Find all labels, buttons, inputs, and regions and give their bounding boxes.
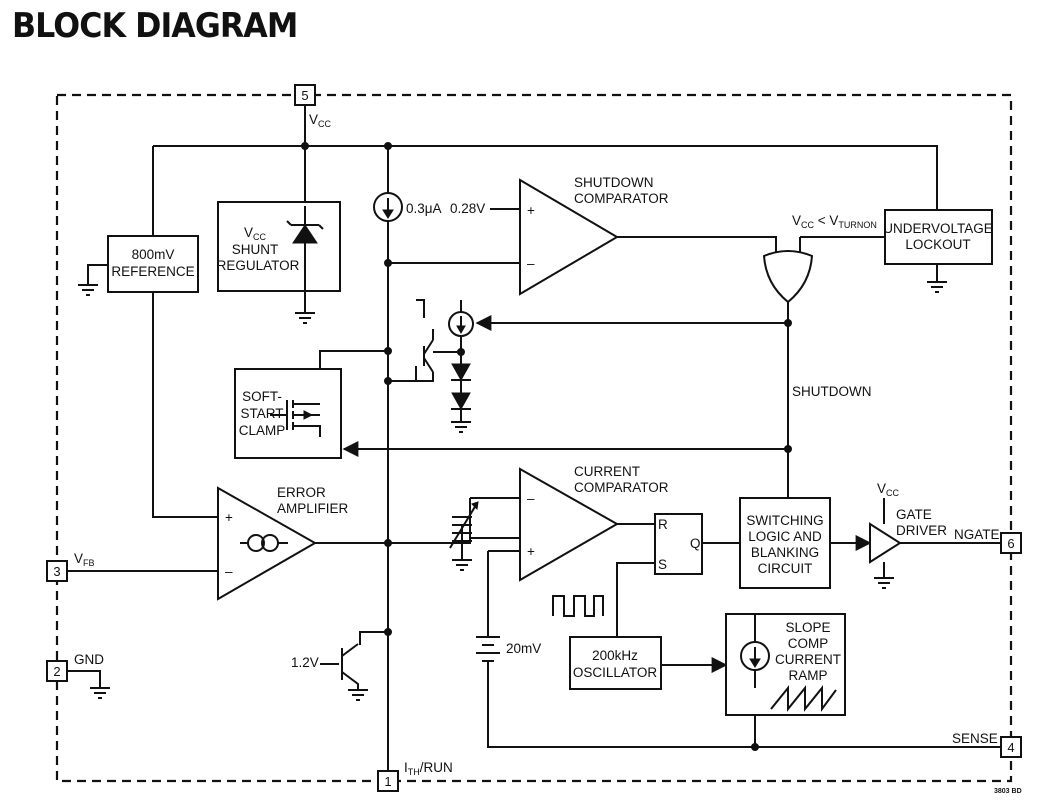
- pin-1-box: [377, 770, 399, 792]
- vcc-label: VCC: [309, 112, 332, 129]
- chip-boundary: [55, 93, 1013, 783]
- wires: [64, 104, 1004, 775]
- switching-line4: CIRCUIT: [758, 561, 813, 576]
- latch-r: R: [658, 517, 668, 532]
- comp-minus: –: [527, 256, 535, 271]
- switching-line3: BLANKING: [751, 545, 819, 560]
- mosfet-icon: [270, 400, 321, 437]
- oscillator-block: [569, 636, 662, 690]
- slope-comp-block: [725, 613, 846, 716]
- reference-line1: 800mV: [132, 247, 175, 262]
- ngate-label: NGATE: [954, 527, 1000, 542]
- pins: 5 3 2 1 6 4: [46, 84, 1022, 792]
- current-source-icon: [448, 311, 474, 337]
- shunt-regulator-block: [217, 201, 341, 292]
- softstart-line1: SOFT-: [242, 389, 282, 404]
- page-title: BLOCK DIAGRAM: [12, 6, 298, 46]
- uvlo-line2: LOCKOUT: [905, 237, 970, 252]
- pin-6-box: [1000, 532, 1022, 554]
- sawtooth-ramp-icon: [770, 685, 837, 713]
- oscillator-line1: 200kHz: [592, 648, 638, 663]
- reference-block: [107, 235, 199, 293]
- slope-line1: SLOPE: [785, 620, 830, 635]
- error-amp-line2: AMPLIFIER: [277, 501, 349, 516]
- ea-plus: +: [225, 510, 233, 525]
- slope-line3: CURRENT: [775, 652, 841, 667]
- slope-line2: COMP: [788, 636, 829, 651]
- shutdown-comparator: [519, 178, 619, 296]
- sense-label: SENSE: [952, 731, 998, 746]
- pin-4-label: 4: [1007, 740, 1014, 755]
- pin-2-label: 2: [53, 664, 60, 679]
- latch-q: Q: [690, 536, 701, 551]
- or-gate: [762, 250, 814, 304]
- pin-6-label: 6: [1007, 536, 1014, 551]
- error-amp-line1: ERROR: [277, 485, 326, 500]
- switching-line2: LOGIC AND: [748, 529, 822, 544]
- comp-plus: +: [527, 203, 535, 218]
- clock-pulse-icon: [552, 595, 604, 617]
- vcc-turnon-label: VCC < VTURNON: [792, 213, 877, 230]
- slope-line4: RAMP: [788, 668, 827, 683]
- pin-5-box: [294, 84, 316, 106]
- vfb-label: VFB: [74, 551, 95, 568]
- error-amplifier: [217, 486, 318, 601]
- uvlo-line1: UNDERVOLTAGE: [883, 221, 993, 236]
- junction-dots: [301, 142, 792, 751]
- latch-s: S: [658, 557, 667, 572]
- shunt-line2: SHUNT: [232, 242, 279, 257]
- switching-line1: SWITCHING: [746, 513, 823, 528]
- variable-resistor-icon: [449, 501, 479, 549]
- current-comparator: [519, 467, 620, 582]
- pin-2-box: [46, 660, 68, 682]
- shutdown-comp-line2: COMPARATOR: [574, 191, 669, 206]
- ith-run-label: ITH/RUN: [404, 760, 453, 777]
- pin-3-box: [46, 560, 68, 582]
- transconductance-icon: [240, 534, 288, 552]
- switching-logic-block: [739, 497, 831, 589]
- gate-driver-line2: DRIVER: [896, 523, 947, 538]
- current-03-label: 0.3μA: [406, 201, 442, 216]
- pin-1-label: 1: [384, 774, 391, 789]
- ea-minus: –: [225, 564, 233, 579]
- zener-icon: [286, 206, 324, 291]
- diode-icon: [451, 363, 471, 411]
- shutdown-label: SHUTDOWN: [792, 384, 872, 399]
- sr-latch: [654, 513, 703, 575]
- current-source-icon: [740, 614, 770, 688]
- gate-driver-buffer: [869, 522, 902, 564]
- cc-plus: +: [527, 544, 535, 559]
- ref-028-label: 0.28V: [450, 201, 485, 216]
- gate-driver-line1: GATE: [896, 507, 932, 522]
- battery-icon: [476, 636, 500, 662]
- current-source-icon: [373, 192, 403, 222]
- reference-line2: REFERENCE: [111, 264, 194, 279]
- shutdown-comp-line1: SHUTDOWN: [574, 175, 654, 190]
- mv20-label: 20mV: [506, 641, 541, 656]
- gnd-label: GND: [74, 652, 104, 667]
- shunt-line3: REGULATOR: [217, 258, 300, 273]
- cc-minus: –: [527, 491, 535, 506]
- v12-label: 1.2V: [291, 655, 319, 670]
- softstart-line3: CLAMP: [239, 423, 286, 438]
- pin-5-label: 5: [301, 88, 308, 103]
- gate-vcc-label: VCC: [877, 481, 900, 498]
- undervoltage-lockout-block: [884, 209, 993, 265]
- figure-code: 3803 BD: [994, 788, 1022, 795]
- pin-4-box: [1000, 736, 1022, 758]
- labels: VCC 0.3μA 0.28V + – VCC < VTURNON SHUTDO…: [74, 112, 1022, 795]
- current-comp-line1: CURRENT: [574, 464, 640, 479]
- current-comp-line2: COMPARATOR: [574, 480, 669, 495]
- pin-3-label: 3: [53, 564, 60, 579]
- softstart-line2: START: [240, 406, 283, 421]
- shunt-line1: VCC: [244, 225, 267, 242]
- oscillator-line2: OSCILLATOR: [573, 665, 658, 680]
